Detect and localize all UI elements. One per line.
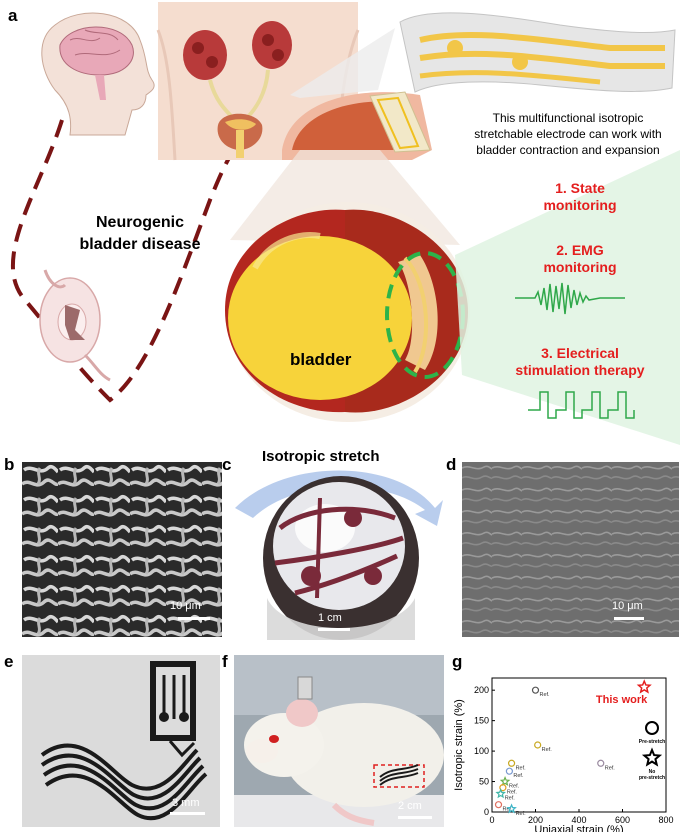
- data-point-label-5: Ref.: [509, 784, 520, 790]
- panel-b-scale-label: 10 μm: [170, 600, 201, 612]
- stretch-arrow: [235, 470, 443, 526]
- feature-3-line1: 3. Electrical: [541, 345, 619, 361]
- legend-marker-0: [645, 721, 659, 735]
- data-point-2: [507, 759, 516, 767]
- panel-c-scale-label: 1 cm: [318, 612, 342, 624]
- panel-a-illustration: [10, 2, 680, 445]
- data-point-3: [597, 759, 605, 767]
- data-point-7: [495, 788, 506, 799]
- feature-state-monitoring: 1. State monitoring: [500, 180, 660, 214]
- head-brain-illustration: [41, 12, 155, 136]
- data-point-9: [506, 803, 517, 814]
- data-point-label-3: Ref.: [605, 765, 616, 771]
- y-tick-label-0: 0: [484, 807, 489, 817]
- panel-a-letter: a: [8, 6, 18, 25]
- panel-g-letter: g: [452, 652, 463, 671]
- legend-label-1-0: No: [649, 769, 656, 775]
- y-tick-label-2: 100: [474, 746, 489, 756]
- panel-c-scalebar: [318, 628, 350, 631]
- electrode-caption: This multifunctional isotropic stretchab…: [452, 110, 684, 158]
- x-tick-label-3: 600: [615, 815, 630, 825]
- y-axis-label: Isotropic strain (%): [453, 699, 465, 791]
- data-point-label-0: Ref.: [540, 692, 551, 698]
- bladder-wall-slice: [282, 91, 432, 160]
- panel-d-letter: d: [446, 455, 457, 474]
- panel-b-scalebar: [178, 617, 210, 620]
- feature-2-line2: monitoring: [543, 259, 617, 275]
- feature-2-line1: 2. EMG: [556, 242, 604, 258]
- panel-d-scale-label: 10 μm: [612, 600, 643, 612]
- disease-label: Neurogenic bladder disease: [70, 212, 210, 256]
- x-tick-label-0: 0: [489, 815, 494, 825]
- large-bladder-cross-section: [225, 150, 470, 422]
- data-point-label-2: Ref.: [516, 765, 527, 771]
- legend-marker-1: [641, 747, 663, 767]
- panel-f-letter: f: [222, 652, 228, 671]
- data-point-label-9: Ref.: [516, 811, 527, 817]
- data-point-label-10: This work: [596, 694, 648, 706]
- data-point-0: [531, 686, 540, 694]
- panel-c-letter: c: [222, 455, 232, 474]
- electrode-caption-line3: bladder contraction and expansion: [476, 143, 660, 157]
- stretched-electrode-balloon-image: [235, 470, 443, 640]
- panel-e-scale-label: 3 mm: [172, 797, 200, 809]
- data-point-10: [636, 679, 652, 694]
- y-tick-label-4: 200: [474, 685, 489, 695]
- data-point-1: [534, 741, 542, 749]
- feature-emg-monitoring: 2. EMG monitoring: [500, 242, 660, 276]
- bladder-label: bladder: [290, 350, 352, 369]
- data-point-8: [494, 801, 503, 809]
- legend-label-1-1: pre-stretch: [639, 775, 665, 781]
- x-axis-label: Uniaxial strain (%): [534, 824, 623, 832]
- sem-wrinkle-image-d: [462, 462, 679, 637]
- legend-label-0: Pre-stretch: [639, 739, 665, 745]
- stimulation-pulse-waveform: [528, 391, 635, 419]
- panel-e-letter: e: [4, 652, 14, 671]
- y-tick-label-1: 50: [479, 777, 489, 787]
- electrode-caption-line2: stretchable electrode can work with: [474, 127, 662, 141]
- rat-implant-photo: [234, 655, 444, 827]
- x-tick-label-4: 800: [658, 815, 673, 825]
- sem-wrinkle-image-b: [22, 462, 222, 637]
- panel-e-scalebar: [170, 812, 205, 815]
- data-point-label-8: Ref.: [503, 807, 514, 813]
- data-point-label-7: Ref.: [505, 796, 516, 802]
- data-point-label-1: Ref.: [542, 747, 553, 753]
- electrode-strip-illustration: [290, 12, 676, 98]
- panel-b-letter: b: [4, 455, 15, 474]
- panel-d-scalebar: [614, 617, 644, 620]
- green-fan-projection: [455, 150, 680, 445]
- feature-1-line1: 1. State: [555, 180, 605, 196]
- feature-3-line2: stimulation therapy: [515, 362, 645, 378]
- feature-electrical-stimulation: 3. Electrical stimulation therapy: [485, 345, 675, 379]
- panel-c-title: Isotropic stretch: [262, 448, 380, 465]
- bent-electrode-photo: [22, 655, 220, 827]
- panel-f-scale-label: 2 cm: [398, 800, 422, 812]
- emg-waveform: [515, 282, 625, 315]
- spine-illustration: [39, 269, 111, 382]
- nerve-dashed-path: [10, 119, 242, 403]
- data-point-label-4: Ref.: [513, 773, 524, 779]
- electrode-caption-line1: This multifunctional isotropic: [492, 111, 644, 125]
- data-point-5: [499, 775, 511, 787]
- disease-label-line2: bladder disease: [79, 236, 201, 253]
- data-point-4: [505, 767, 514, 775]
- x-tick-label-1: 200: [528, 815, 543, 825]
- disease-label-line1: Neurogenic: [95, 214, 184, 231]
- data-point-label-6: Ref.: [507, 790, 518, 796]
- panel-f-scalebar: [398, 816, 432, 819]
- y-tick-label-3: 150: [474, 716, 489, 726]
- x-tick-label-2: 400: [571, 815, 586, 825]
- data-point-6: [499, 784, 507, 792]
- feature-1-line2: monitoring: [543, 197, 617, 213]
